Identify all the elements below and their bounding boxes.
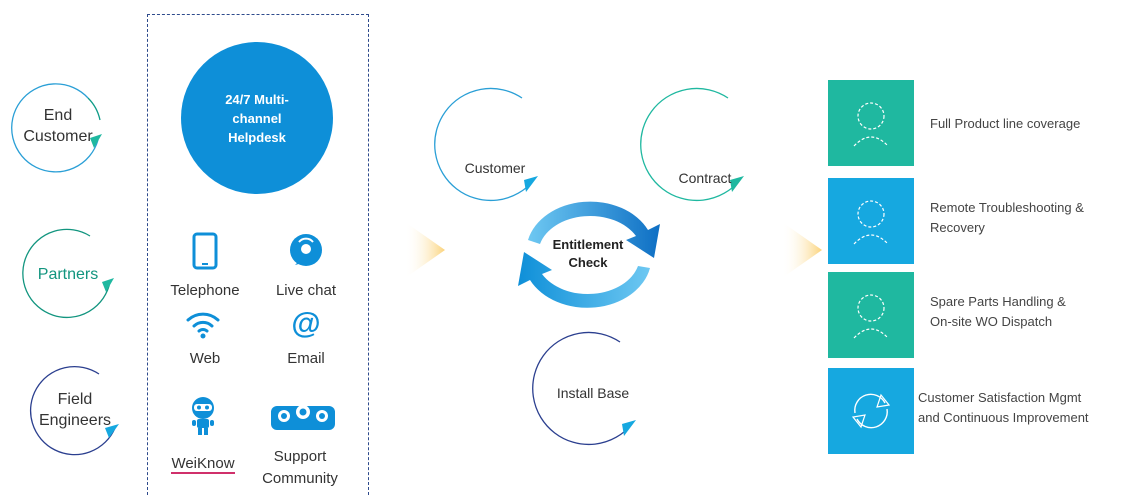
service-tile [828, 178, 914, 264]
cycle-arc-icon [640, 87, 744, 202]
service-tile [828, 272, 914, 358]
channel-web: Web [189, 350, 221, 367]
wifi-icon [186, 312, 220, 339]
phone-icon [192, 232, 218, 270]
cycle-arc-icon [532, 331, 636, 446]
flow-arrow-icon [405, 222, 445, 278]
entitlement-check-label: Entitlement Check [552, 237, 624, 270]
channel-telephone: Telephone [170, 282, 240, 299]
weiknow-mascot-icon [192, 397, 214, 435]
cycle-arc-icon [22, 228, 114, 319]
service-text: Full Product line coverage [930, 116, 1081, 131]
service-tile [828, 368, 914, 454]
engineer-icon [853, 200, 889, 245]
helpdesk-line: channel [232, 110, 282, 126]
channel-box [147, 14, 369, 495]
service-tile [828, 80, 914, 166]
entitlement-install-base: Install Base [556, 385, 630, 401]
community-people-icon [271, 405, 335, 430]
service-text: Spare Parts Handling & On-site WO Dispat… [930, 294, 1066, 329]
live-chat-icon [290, 234, 322, 266]
service-text: Customer Satisfaction Mgmt and Continuou… [918, 390, 1089, 425]
weiknow-link[interactable]: WeiKnow [171, 455, 235, 474]
helpdesk-line: 24/7 Multi- [225, 91, 289, 107]
channel-live-chat: Live chat [275, 282, 337, 299]
at-sign-icon: @ [291, 307, 321, 340]
engineer-icon [853, 294, 889, 339]
service-text: Remote Troubleshooting & Recovery [930, 200, 1084, 235]
role-partners: Partners [20, 226, 116, 322]
channel-support-community: Support Community [262, 448, 338, 487]
entitlement-contract: Contract [678, 170, 732, 186]
cycle-arc-icon [29, 365, 119, 456]
helpdesk-circle: 24/7 Multi- channel Helpdesk [181, 42, 333, 194]
channel-weiknow[interactable]: WeiKnow [168, 455, 238, 474]
cycle-arc-icon [434, 87, 538, 202]
flow-arrow-icon [782, 222, 822, 278]
entitlement-customer: Customer [464, 160, 526, 176]
engineer-icon [853, 102, 889, 147]
entitlement-cycle-icon [518, 201, 660, 308]
cycle-arc-icon [11, 83, 102, 173]
helpdesk-line: Helpdesk [228, 129, 286, 145]
role-label: Partners [37, 265, 99, 283]
refresh-icon [851, 393, 891, 429]
channel-email: Email [287, 350, 325, 367]
